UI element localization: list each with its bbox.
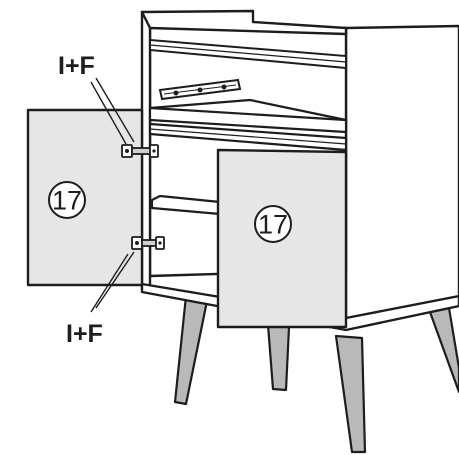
leg-front-left — [173, 294, 209, 406]
right-door-number-circle — [254, 205, 292, 243]
top-rail — [149, 38, 347, 70]
leader-bottom — [95, 251, 135, 309]
hinge-top — [121, 144, 159, 158]
leg-front-right — [334, 334, 367, 454]
leg-back-right — [428, 306, 459, 394]
leader-top-2 — [90, 81, 127, 145]
left-door-number-circle — [48, 181, 86, 219]
drawer-slide — [158, 78, 242, 101]
leader-bottom-2 — [90, 253, 129, 313]
leader-top — [95, 77, 135, 143]
hinge-label-top: I+F — [58, 52, 95, 80]
hinge-label-bottom: I+F — [66, 320, 103, 348]
right-door: 17 — [216, 148, 348, 329]
top-panel — [140, 9, 348, 36]
leg-back-left — [266, 323, 291, 392]
legs — [173, 294, 459, 454]
left-door-number: 17 — [52, 186, 82, 216]
right-door-number: 17 — [258, 210, 288, 240]
middle-shelf — [148, 98, 348, 152]
left-door: 17 — [26, 108, 144, 287]
right-side-panel — [344, 24, 459, 329]
hinge-bottom — [131, 236, 165, 250]
callout-leaders — [90, 77, 135, 313]
